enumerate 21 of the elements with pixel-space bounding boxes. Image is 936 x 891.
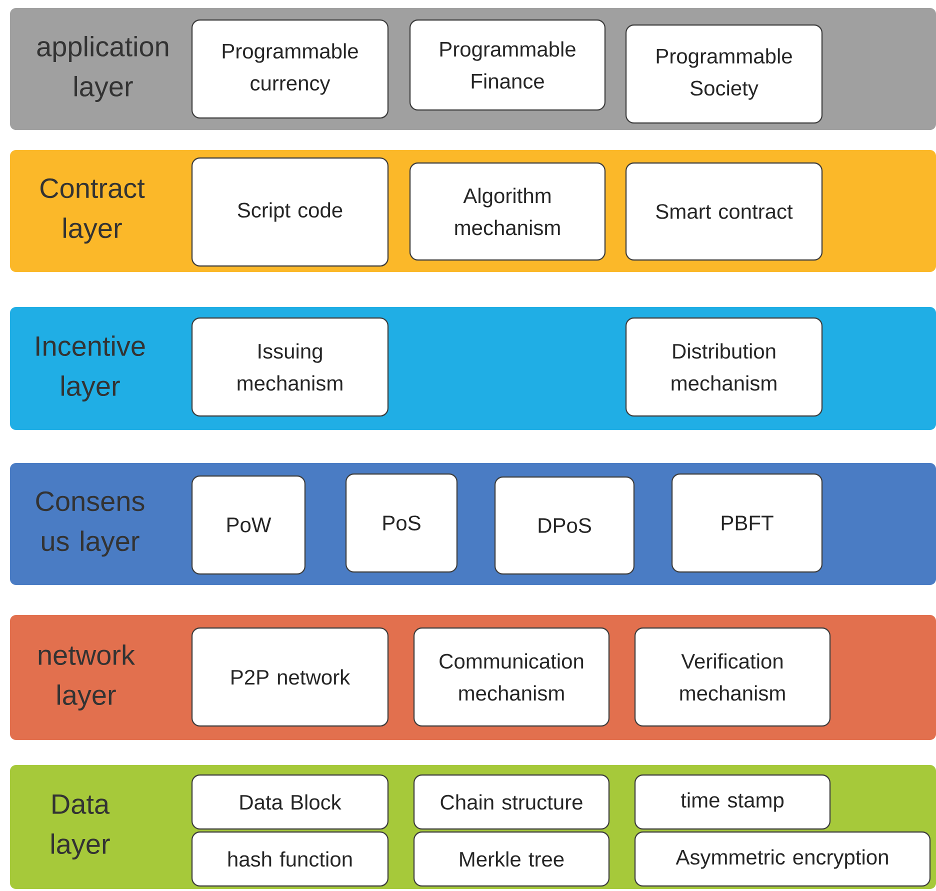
text-box: PBFT [671,473,823,573]
text-box: Programmable Society [625,24,823,124]
text-box: Merkle tree [413,831,610,887]
text-box: Chain structure [413,774,610,830]
text-box: Verification mechanism [634,627,831,727]
text-box: Smart contract [625,162,823,261]
text-box: P2P network [191,627,389,727]
text-box: PoS [345,473,458,573]
text-box: Communication mechanism [413,627,610,727]
text-box: hash function [191,831,389,887]
text-box: Algorithm mechanism [409,162,606,261]
text-box: DPoS [494,476,635,575]
text-box: Distribution mechanism [625,317,823,417]
text-box: PoW [191,475,306,575]
text-box: time stamp [634,774,831,830]
text-box: Programmable currency [191,19,389,119]
text-box: Script code [191,157,389,267]
text-box: Programmable Finance [409,19,606,111]
text-box: Asymmetric encryption [634,831,931,887]
text-box: Data Block [191,774,389,830]
text-box: Issuing mechanism [191,317,389,417]
